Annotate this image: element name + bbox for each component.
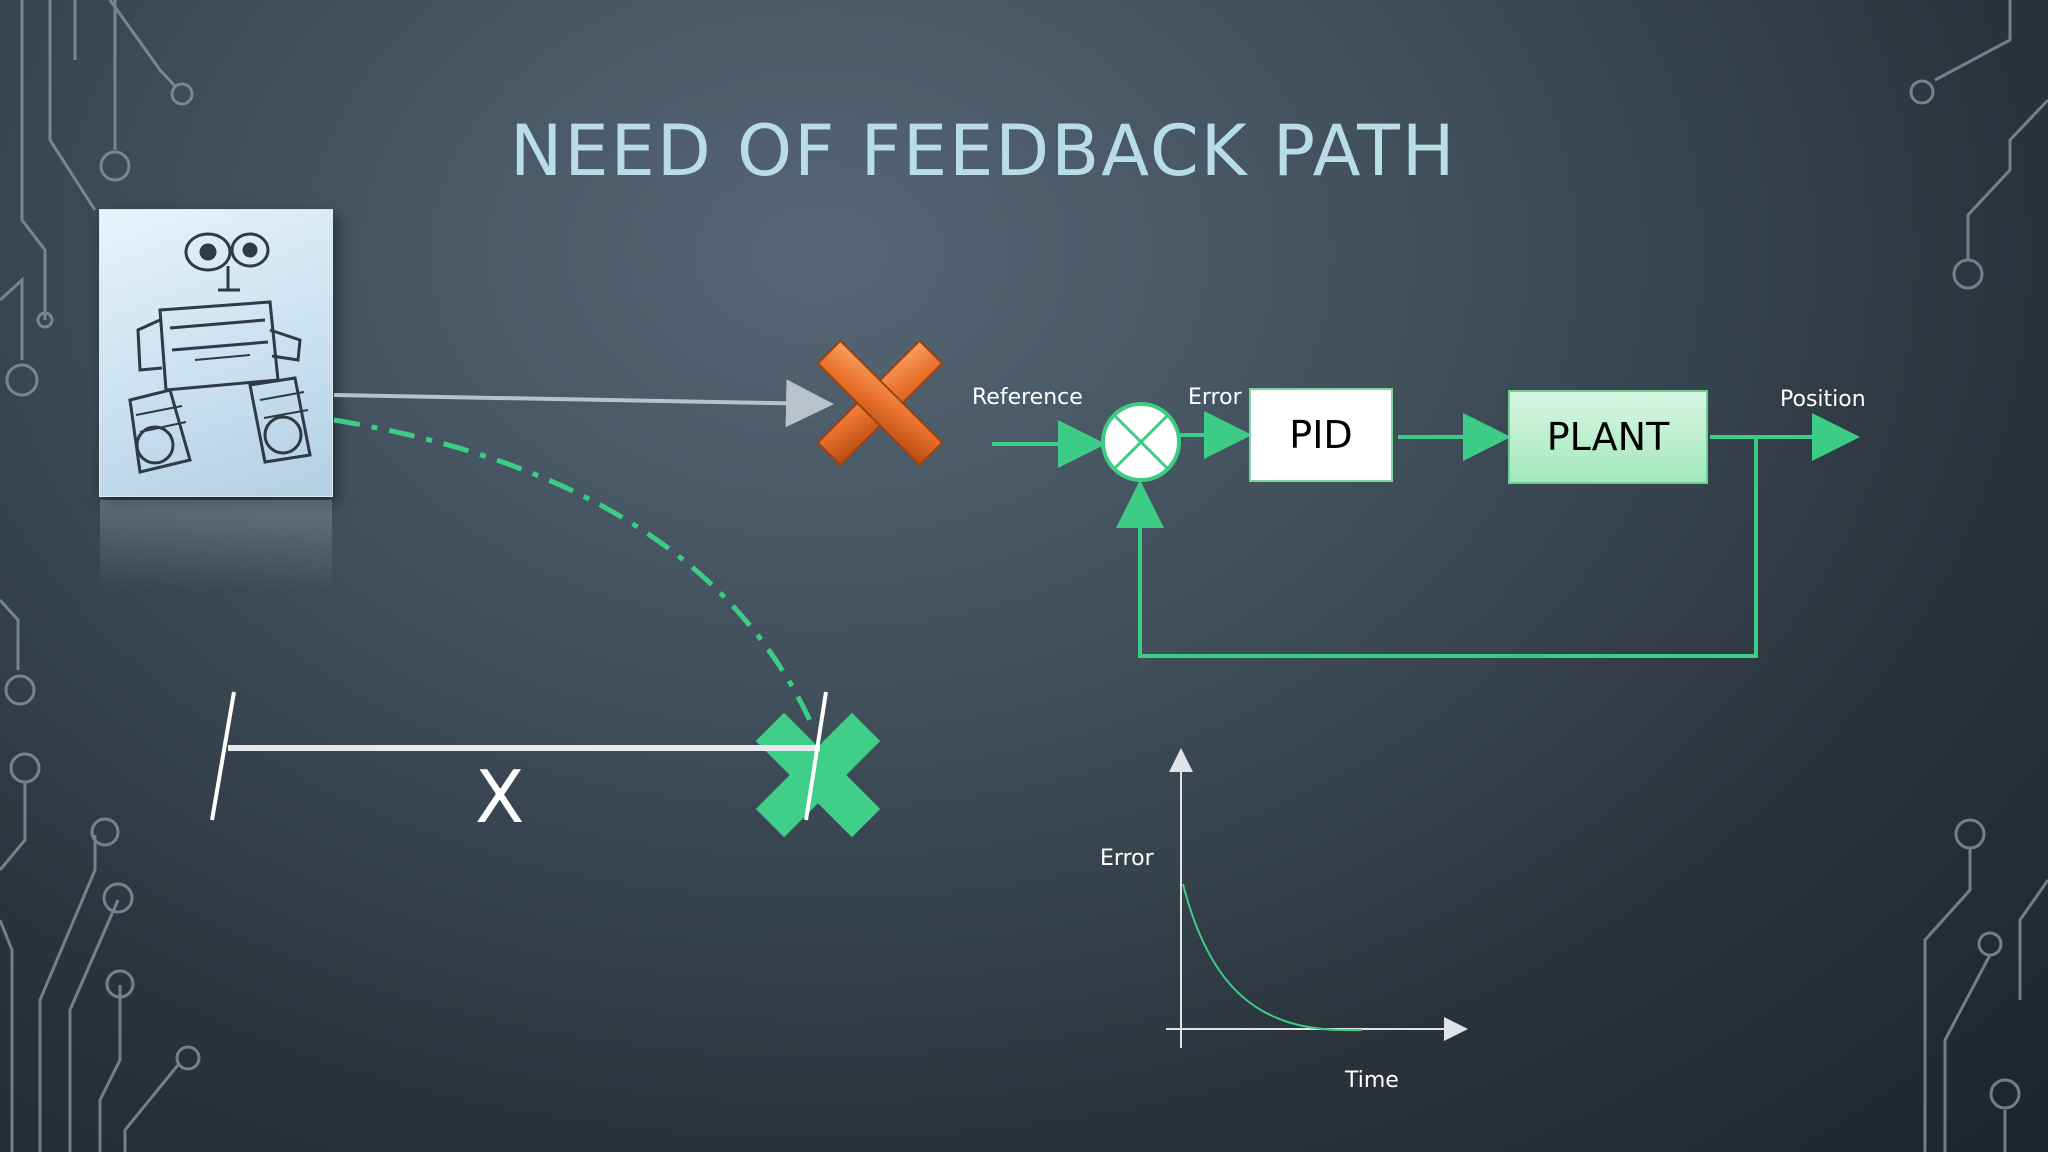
position-label: Position xyxy=(1780,387,1866,412)
feedback-path-curve xyxy=(333,417,815,727)
slide-title: NEED OF FEEDBACK PATH xyxy=(510,110,1457,192)
plot-x-label: Time xyxy=(1345,1068,1399,1093)
robot-icon xyxy=(128,232,312,474)
feedback-line xyxy=(1116,437,1758,658)
green-x-icon xyxy=(755,712,881,838)
orange-x-icon xyxy=(816,339,944,467)
plant-block: PLANT xyxy=(1508,390,1708,484)
robot-image xyxy=(100,210,332,496)
robot-reflection xyxy=(100,500,332,590)
error-label: Error xyxy=(1188,385,1242,410)
reference-label: Reference xyxy=(972,385,1083,410)
error-decay-curve xyxy=(1182,883,1362,1031)
open-loop-path-arrow xyxy=(333,379,834,428)
pid-block: PID xyxy=(1249,388,1393,482)
plot-y-label: Error xyxy=(1100,846,1154,871)
distance-label: X xyxy=(475,755,525,839)
summing-junction-icon xyxy=(1101,402,1181,482)
